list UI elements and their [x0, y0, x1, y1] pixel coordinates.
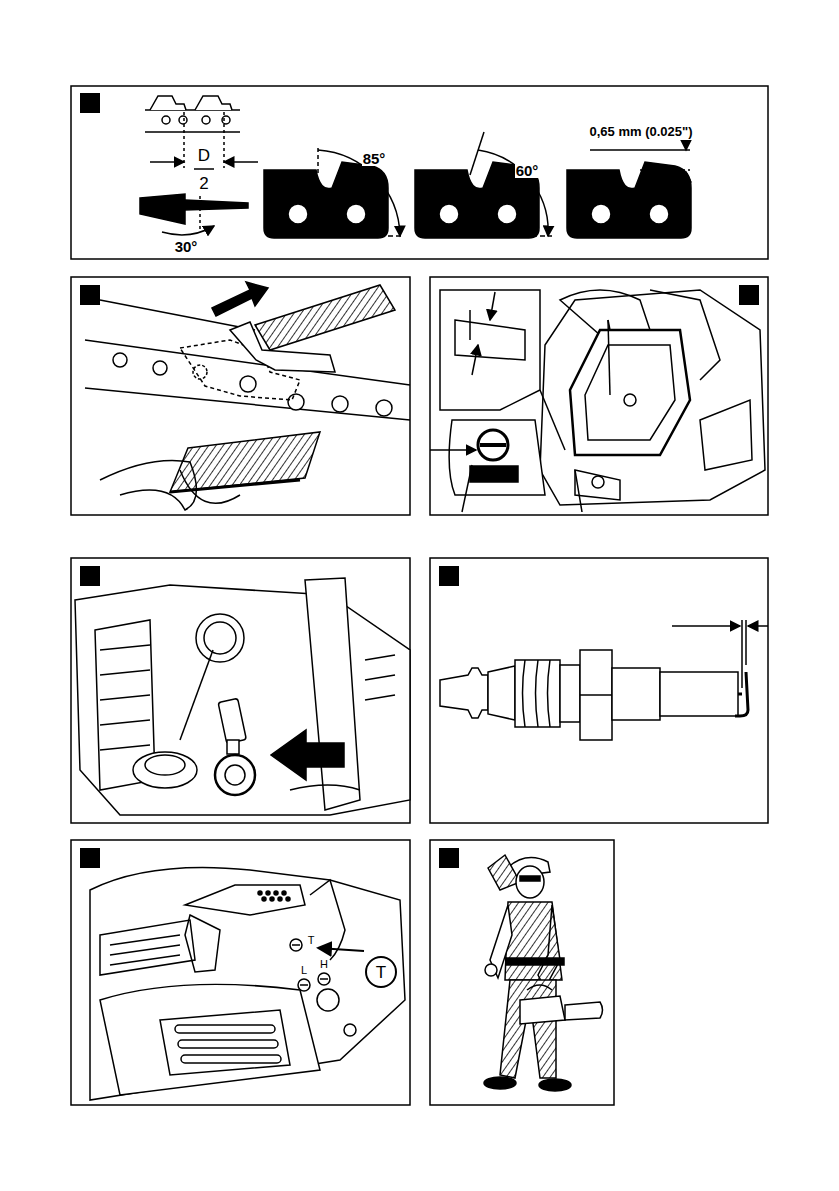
adjustment-screw-label: L: [300, 965, 308, 976]
adjustment-screw-label: T: [307, 935, 316, 946]
panel-frame: [430, 277, 768, 515]
dimension-label: 85°: [362, 151, 387, 166]
panel-frame: [430, 558, 768, 823]
panel-frame: [430, 840, 614, 1105]
spark-plug-figure: [440, 620, 768, 740]
chain-sharpening-figure: [140, 96, 691, 238]
depth-gauge-figure: [85, 282, 410, 510]
panel-frame: [71, 558, 410, 823]
spark-plug-removal-figure: [75, 578, 410, 815]
dimension-label: D: [197, 147, 211, 164]
dimension-label: 30°: [174, 239, 199, 254]
air-filter-figure: [430, 290, 765, 512]
adjustment-screw-label: H: [319, 959, 329, 970]
panel-frame: [71, 86, 768, 259]
operator-figure: [484, 855, 603, 1091]
dimension-label: 60°: [515, 163, 540, 178]
panel-frame: [71, 840, 410, 1105]
panel-frame: [71, 277, 410, 515]
carburetor-adjustment-figure: [90, 868, 405, 1101]
dimension-label: 2: [198, 175, 209, 192]
callout-circle: T: [365, 956, 397, 988]
dimension-label: 0,65 mm (0.025"): [589, 125, 694, 138]
callout-letter: T: [376, 964, 386, 981]
